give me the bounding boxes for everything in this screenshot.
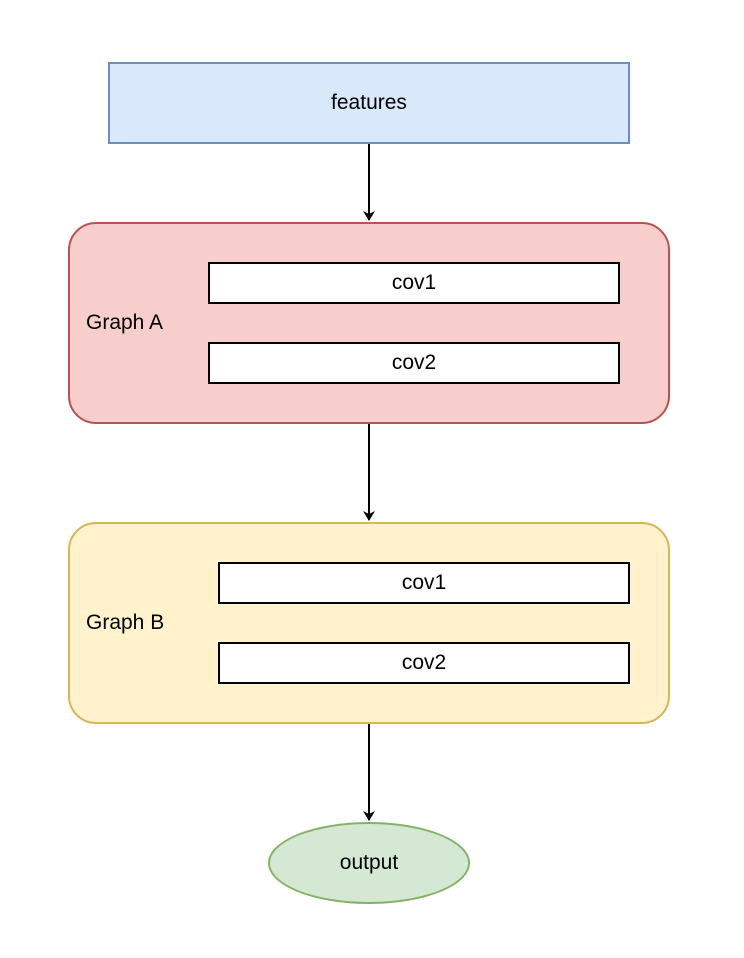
graph-b-cov2-layer[interactable]: cov2: [218, 642, 630, 684]
features-node[interactable]: features: [108, 62, 630, 144]
features-label: features: [331, 91, 407, 114]
output-label: output: [339, 851, 399, 874]
graph-a-cov2-layer[interactable]: cov2: [208, 342, 620, 384]
graph-a-cov1-layer[interactable]: cov1: [208, 262, 620, 304]
graph-b-cov1-layer[interactable]: cov1: [218, 562, 630, 604]
graph-a-label: Graph A: [86, 311, 164, 334]
layer-label: cov2: [401, 651, 447, 674]
graph-b-container[interactable]: Graph B cov1 cov2: [68, 522, 670, 724]
layer-label: cov2: [391, 351, 437, 374]
graph-a-container[interactable]: Graph A cov1 cov2: [68, 222, 670, 424]
layer-label: cov1: [391, 271, 437, 294]
layer-label: cov1: [401, 571, 447, 594]
graph-b-label: Graph B: [86, 611, 165, 634]
output-node[interactable]: output: [268, 822, 470, 904]
